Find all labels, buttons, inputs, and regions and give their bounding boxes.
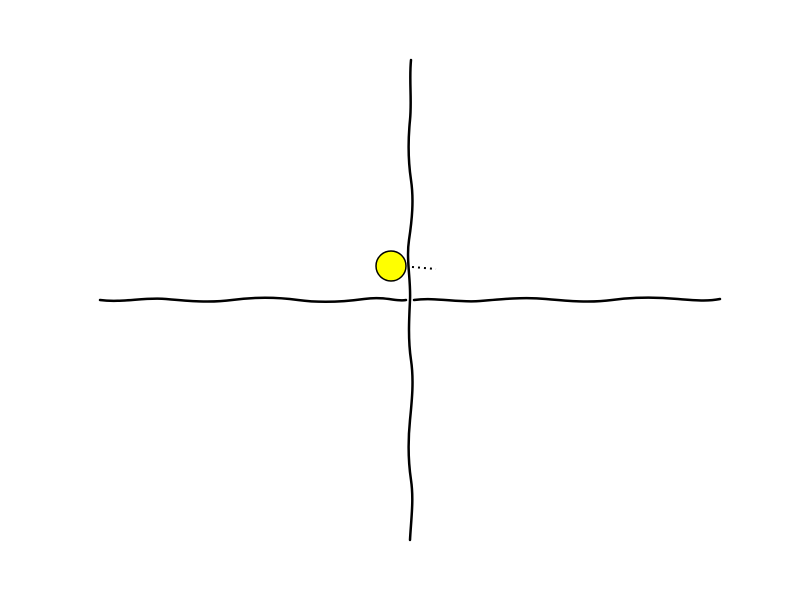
vertical-axis-line	[406, 58, 414, 542]
yellow-circle-marker	[375, 250, 407, 282]
horizontal-axis-line	[98, 296, 722, 304]
dotted-trail	[411, 266, 437, 270]
